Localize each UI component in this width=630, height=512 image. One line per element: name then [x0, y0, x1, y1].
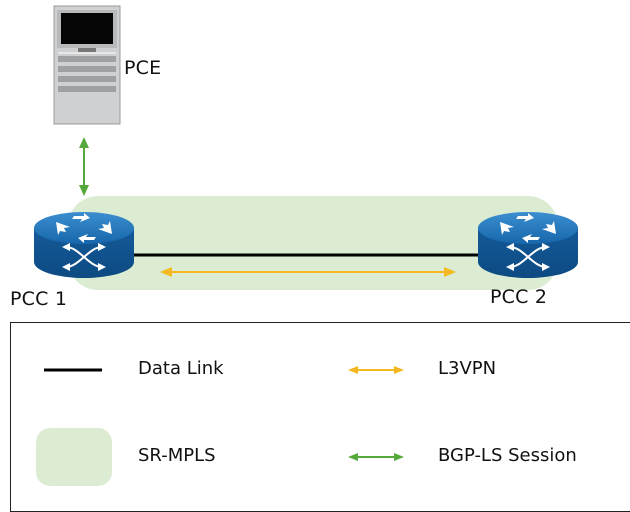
legend-box	[10, 322, 630, 512]
pcc1-router-icon	[34, 212, 134, 278]
pcc2-label: PCC 2	[490, 286, 548, 308]
pcc1-label: PCC 1	[10, 288, 68, 310]
diagram-canvas: PCE PCC 1 PCC 2 Data Link L3VPN SR-MPLS …	[10, 5, 630, 512]
diagram-svg	[34, 5, 578, 486]
sr-mpls-domain	[68, 196, 558, 290]
bgp-ls-arrow	[79, 137, 89, 196]
legend-l3vpn-swatch	[348, 366, 404, 374]
legend-bgp-ls-swatch	[348, 453, 404, 461]
legend-sr-mpls-label: SR-MPLS	[138, 445, 216, 466]
legend-bgp-ls-label: BGP-LS Session	[438, 445, 577, 466]
pce-server-icon	[53, 5, 121, 125]
pce-label: PCE	[124, 57, 162, 79]
legend-l3vpn-label: L3VPN	[438, 358, 497, 379]
l3vpn-arrow	[160, 267, 456, 277]
legend-data-link-label: Data Link	[138, 358, 224, 379]
legend-sr-mpls-swatch	[36, 428, 112, 486]
pcc2-router-icon	[478, 212, 578, 278]
